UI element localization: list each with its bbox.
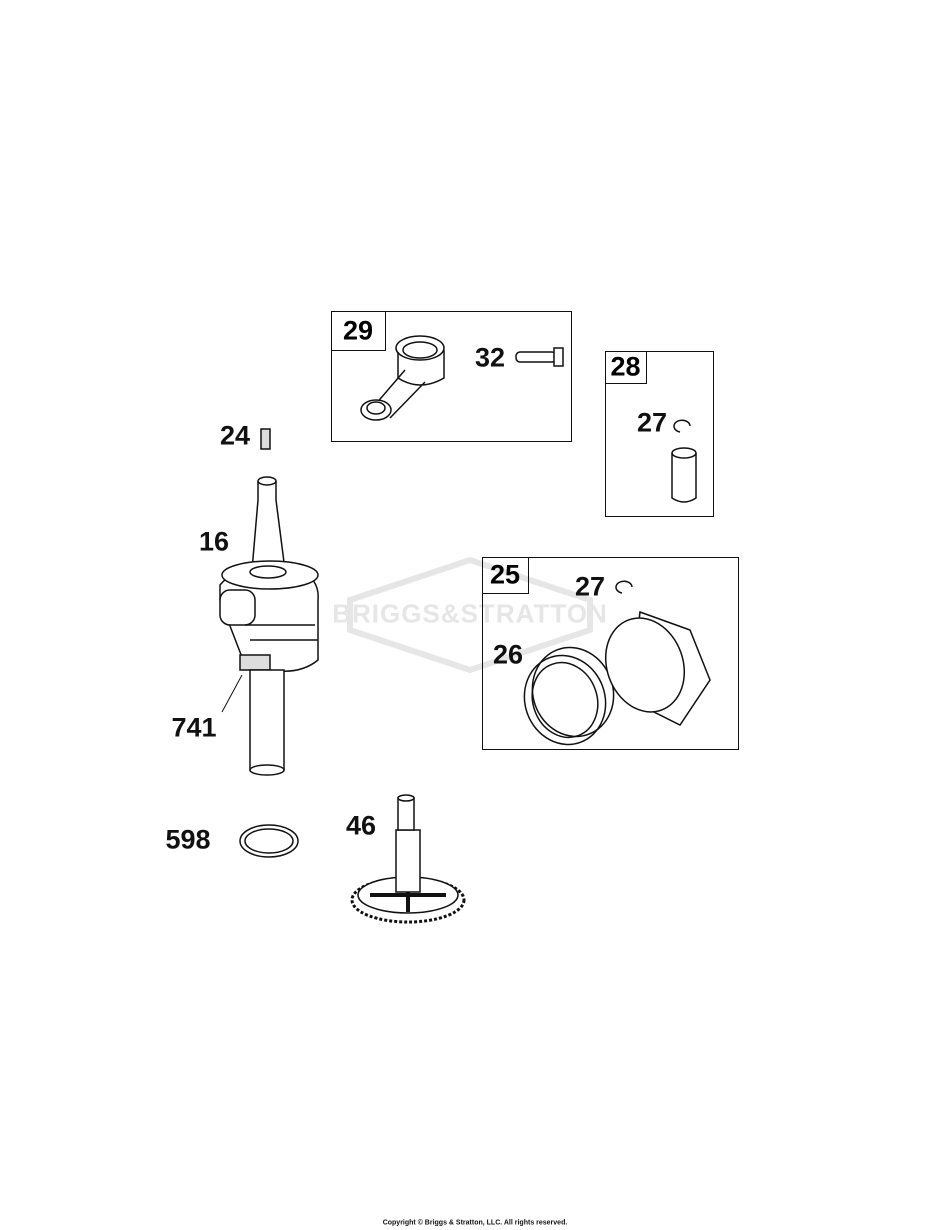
part-32-bolt-icon bbox=[515, 347, 564, 367]
watermark-outline bbox=[347, 556, 593, 674]
part-27-clip-icon bbox=[615, 580, 633, 594]
part-16-crankshaft-icon bbox=[219, 476, 319, 776]
kit-tag-29: 29 bbox=[330, 310, 386, 351]
part-25-piston-icon bbox=[604, 610, 711, 726]
ref-label-26: 26 bbox=[492, 639, 524, 670]
ref-label-741: 741 bbox=[171, 712, 217, 743]
part-26-piston-rings-icon bbox=[523, 646, 615, 746]
part-598-washer-icon bbox=[239, 824, 299, 858]
part-46-camshaft-gear-icon bbox=[350, 794, 466, 924]
kit-tag-28: 28 bbox=[604, 350, 647, 384]
briggs-stratton-watermark: BRIGGS&STRATTON bbox=[332, 598, 608, 629]
part-28-piston-pin-icon bbox=[671, 447, 697, 503]
kit-box-28: 28 bbox=[604, 350, 714, 517]
part-27-clip-icon bbox=[673, 419, 691, 433]
ref-label-46: 46 bbox=[345, 810, 377, 841]
copyright-notice: Copyright © Briggs & Stratton, LLC. All … bbox=[382, 1219, 568, 1227]
ref-label-598: 598 bbox=[165, 824, 211, 855]
kit-box-25: 25 bbox=[481, 556, 739, 750]
kit-tag-25: 25 bbox=[481, 556, 529, 594]
ref-label-16: 16 bbox=[198, 526, 230, 557]
part-24-key-icon bbox=[260, 428, 271, 450]
ref-label-27: 27 bbox=[636, 407, 668, 438]
part-29-connecting-rod-icon bbox=[360, 335, 445, 421]
ref-label-27: 27 bbox=[574, 571, 606, 602]
ref-label: 25 bbox=[489, 559, 521, 590]
ref-label-32: 32 bbox=[474, 342, 506, 373]
ref-label: 29 bbox=[342, 315, 374, 345]
kit-box-29: 29 bbox=[330, 310, 572, 442]
ref-label-24: 24 bbox=[219, 420, 251, 451]
ref-label: 28 bbox=[610, 351, 641, 382]
